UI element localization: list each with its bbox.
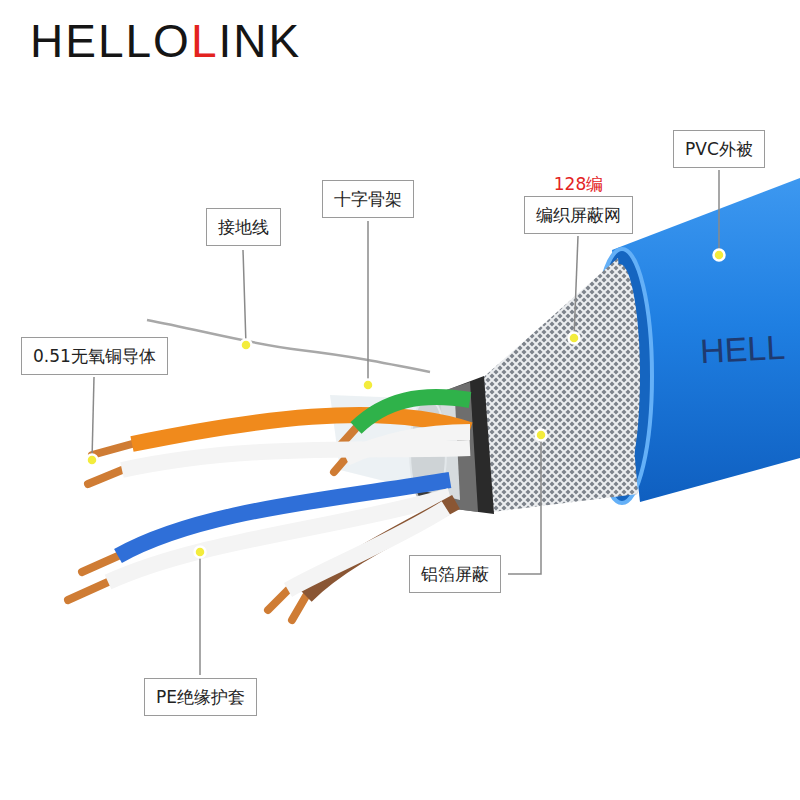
- twisted-pair: [122, 448, 470, 470]
- callout-box: 十字骨架: [322, 180, 414, 218]
- callout-box: 0.51无氧铜导体: [21, 337, 168, 375]
- leader-line: [199, 552, 201, 675]
- ground-wire: [147, 320, 430, 372]
- braid-shield: [478, 258, 640, 512]
- copper-conductor: [68, 582, 108, 600]
- callout-text: PVC外被: [685, 139, 753, 159]
- leader-line: [574, 236, 578, 338]
- leader-line: [92, 377, 94, 460]
- callout-dot: [569, 333, 580, 344]
- callout-box: PVC外被: [673, 130, 765, 168]
- callout-dot: [195, 547, 206, 558]
- callout-text: PE绝缘护套: [156, 687, 245, 707]
- cable-print: HELL: [699, 328, 786, 371]
- callout-dot: [363, 380, 374, 391]
- callout-text: 十字骨架: [334, 189, 402, 209]
- callout-dot: [87, 250, 725, 558]
- copper-conductor: [292, 596, 306, 620]
- twisted-pair: [118, 480, 450, 556]
- callout-text: 编织屏蔽网: [536, 205, 621, 225]
- callout-heading: 128编: [554, 174, 603, 194]
- copper-conductor: [268, 590, 288, 610]
- leader-line: [718, 170, 720, 255]
- copper-conductor: [82, 556, 118, 572]
- copper-conductor: [92, 444, 132, 455]
- callout-box: PE绝缘护套: [144, 678, 257, 716]
- twisted-pair: [356, 397, 470, 428]
- callout-dot: [241, 340, 252, 351]
- callout-box: 128编编织屏蔽网: [524, 196, 633, 234]
- brand-title: HELLOLINK: [30, 14, 301, 68]
- callout-text: 接地线: [218, 217, 269, 237]
- leader-line: [243, 250, 246, 345]
- twisted-pair: [346, 432, 470, 458]
- leader-line: [92, 170, 719, 675]
- callout-text: 0.51无氧铜导体: [33, 346, 156, 366]
- callout-text: 铝箔屏蔽: [421, 564, 489, 584]
- callout-dot: [714, 250, 725, 261]
- callout-box: 接地线: [206, 208, 281, 246]
- copper-conductor: [88, 470, 122, 484]
- braid-shield: [600, 264, 640, 488]
- copper-conductor: [334, 458, 346, 472]
- leader-line: [508, 435, 541, 574]
- leader-line: [367, 221, 369, 385]
- callout-dot: [536, 430, 547, 441]
- callout-dot: [87, 455, 98, 466]
- callout-box: 铝箔屏蔽: [409, 555, 501, 593]
